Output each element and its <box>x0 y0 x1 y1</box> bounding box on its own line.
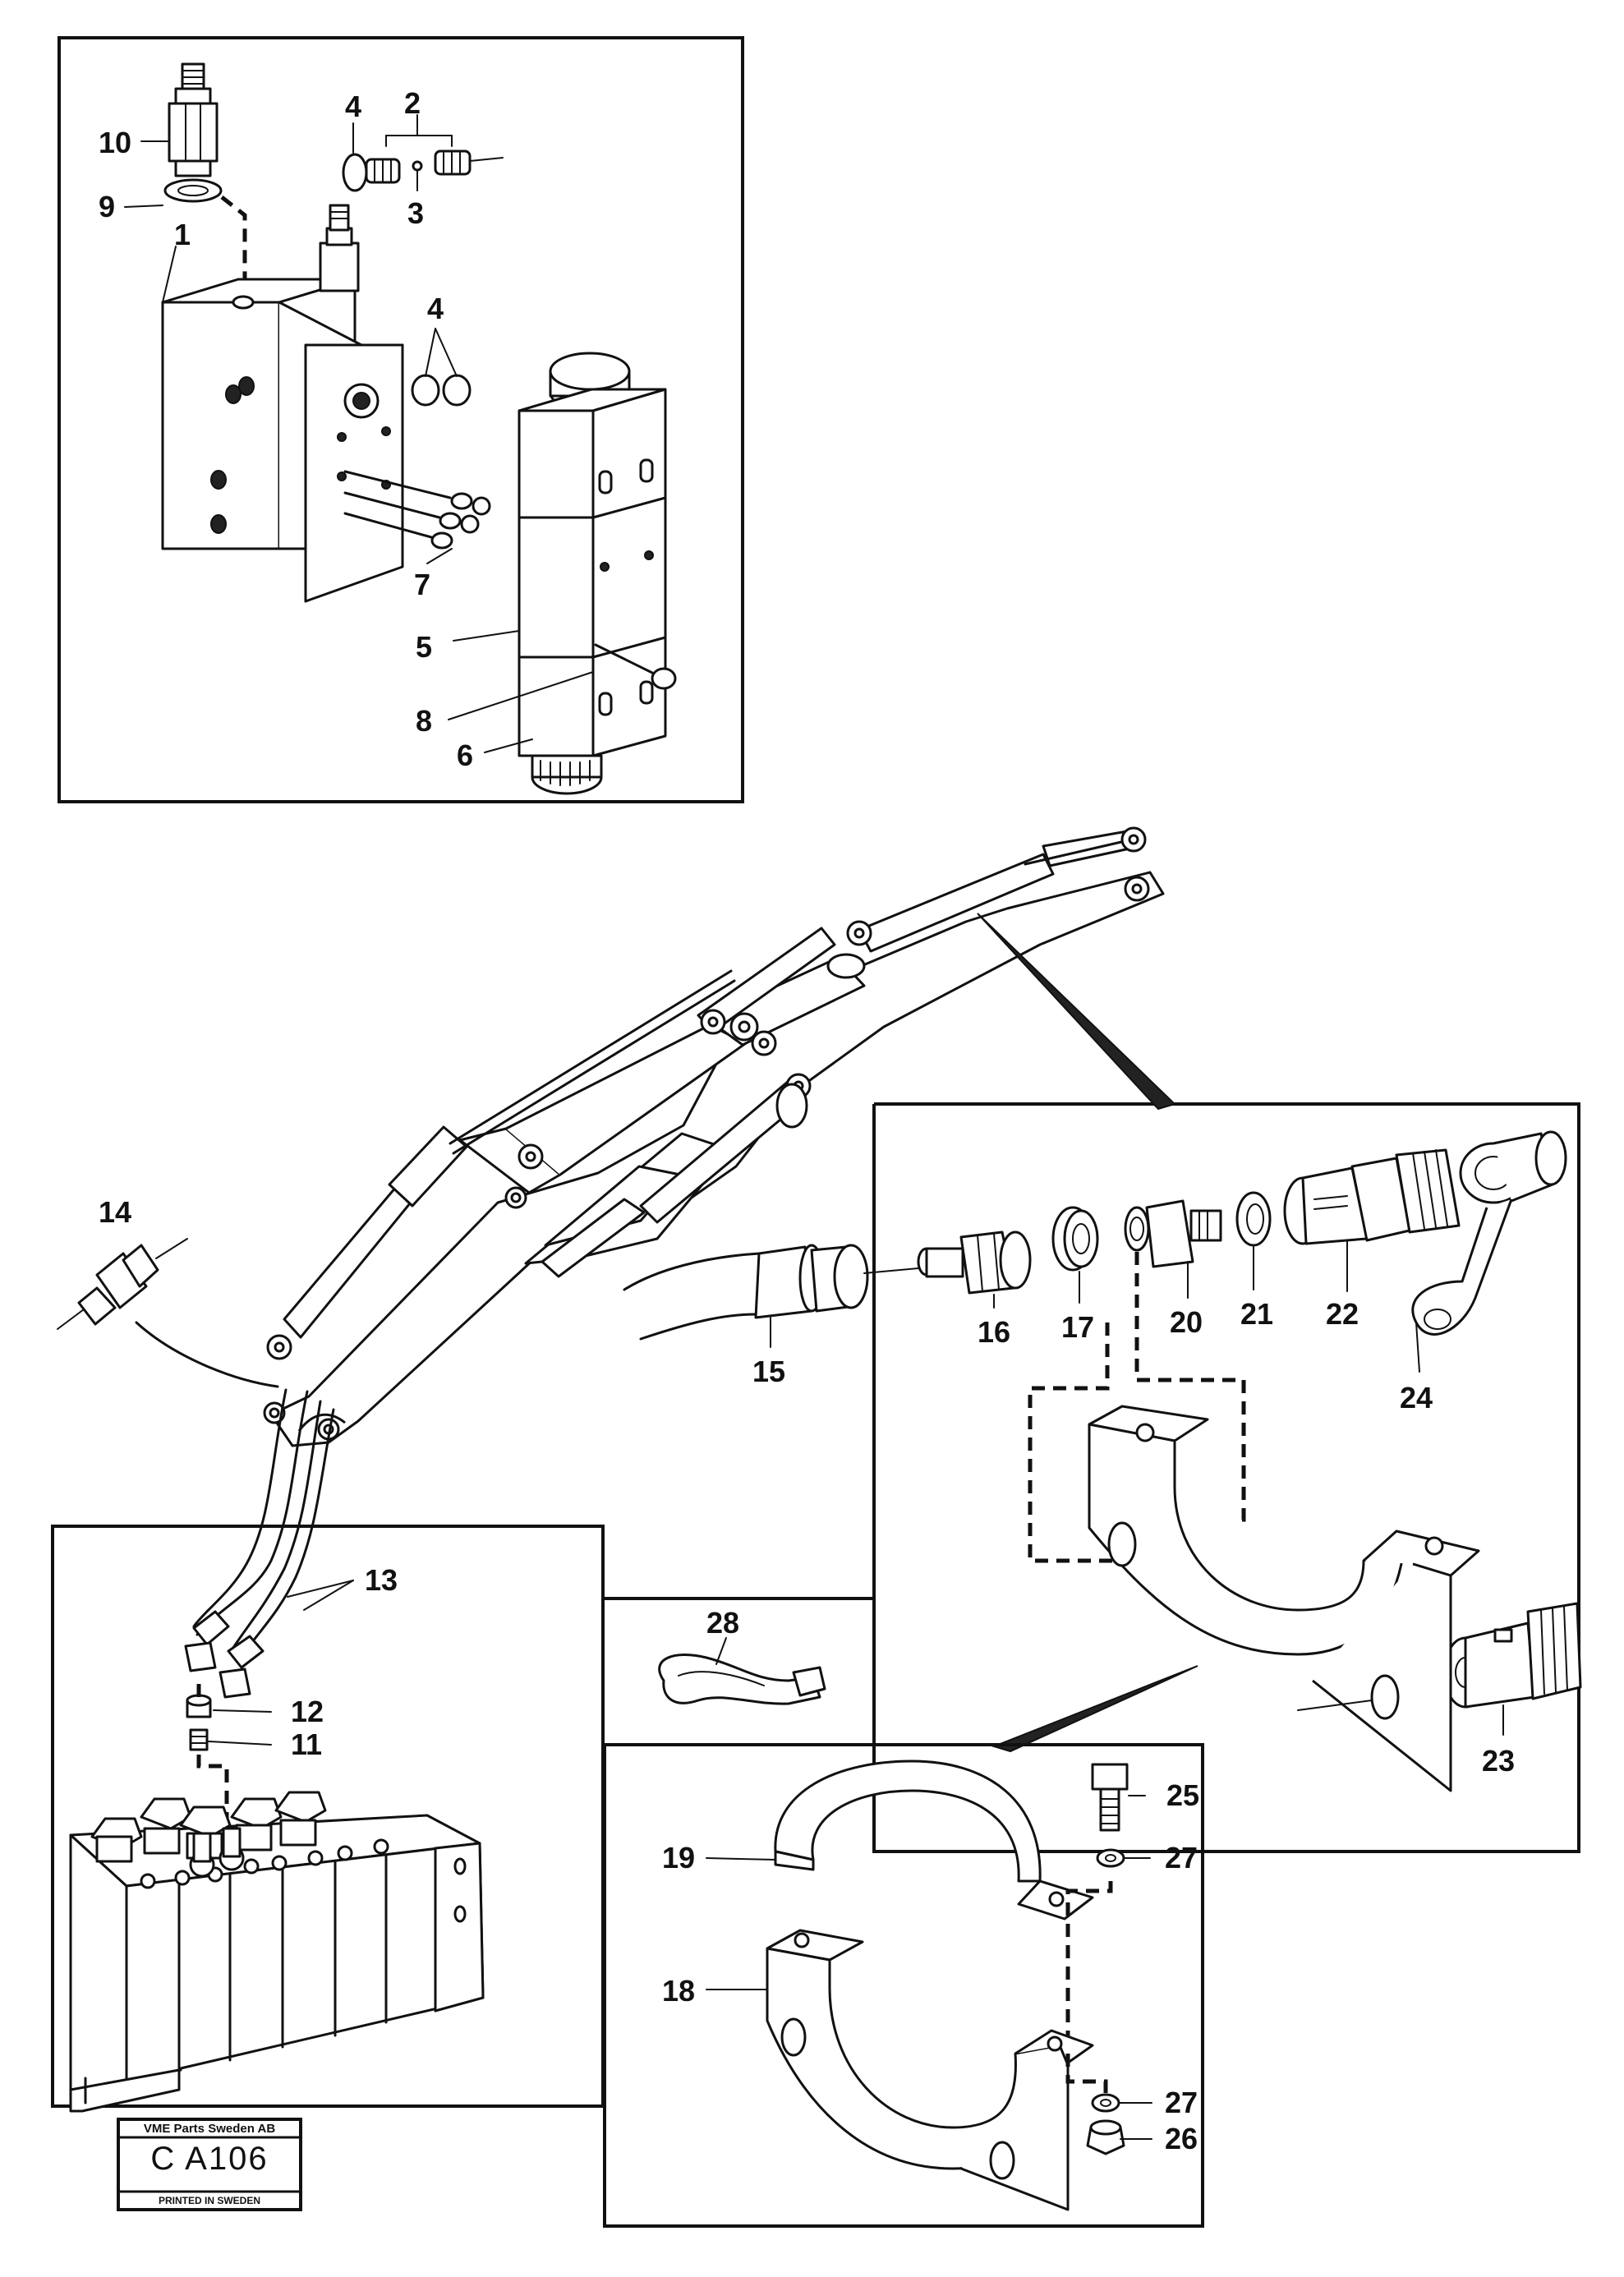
screws-7 <box>343 470 491 564</box>
label-17: 17 <box>1061 1310 1094 1344</box>
label-27a: 27 <box>1165 1841 1198 1874</box>
label-4a: 4 <box>345 90 361 123</box>
label-1: 1 <box>174 218 191 251</box>
label-26: 26 <box>1165 2122 1198 2155</box>
clamp-bracket <box>1088 1405 1480 1792</box>
boom-assembly <box>135 826 1165 1664</box>
stamp-code: C A106 <box>150 2141 269 2177</box>
control-inset-frame <box>51 1525 605 2108</box>
label-28: 28 <box>706 1606 739 1640</box>
label-12: 12 <box>291 1695 324 1728</box>
label-19: 19 <box>662 1841 695 1874</box>
coupling-inset <box>603 913 1582 1853</box>
solenoid-5-6 <box>518 352 677 795</box>
label-27b: 27 <box>1165 2086 1198 2119</box>
control-valve-inset <box>51 1525 605 2113</box>
label-6: 6 <box>457 738 473 772</box>
label-23: 23 <box>1482 1744 1515 1778</box>
label-24: 24 <box>1400 1381 1433 1414</box>
label-18: 18 <box>662 1974 695 2008</box>
label-2: 2 <box>404 86 421 120</box>
stamp-footer: PRINTED IN SWEDEN <box>158 2195 260 2206</box>
label-10: 10 <box>99 126 131 159</box>
label-3: 3 <box>407 196 424 230</box>
o-rings-4 <box>411 328 472 407</box>
nipple-20 <box>1124 1199 1222 1268</box>
label-7: 7 <box>414 568 430 601</box>
plugs-2-3 <box>342 114 504 192</box>
valve-block-inset <box>58 36 744 803</box>
dust-cap-24 <box>1411 1130 1567 1336</box>
stamp-company: VME Parts Sweden AB <box>143 2122 276 2136</box>
label-8: 8 <box>416 704 432 738</box>
label-14: 14 <box>99 1195 131 1229</box>
label-15: 15 <box>752 1355 785 1388</box>
label-9: 9 <box>99 190 115 223</box>
hose-15 <box>754 1244 919 1319</box>
washer-21 <box>1235 1191 1272 1247</box>
fitting-10 <box>163 62 223 203</box>
quick-coupling-22 <box>1283 1148 1461 1245</box>
label-22: 22 <box>1326 1297 1359 1331</box>
label-16: 16 <box>978 1315 1010 1349</box>
adapter-14 <box>57 1238 188 1330</box>
valve-block-1 <box>161 204 404 603</box>
label-21: 21 <box>1240 1297 1273 1331</box>
label-20: 20 <box>1170 1305 1203 1339</box>
revision-stamp <box>117 2118 302 2211</box>
clamp-inset <box>603 1743 1204 2228</box>
part-numbers: 1 2 3 4 4 5 6 7 8 9 10 11 12 13 14 15 16… <box>99 86 1515 2155</box>
label-5: 5 <box>416 630 432 664</box>
valve-inset-frame <box>58 36 744 803</box>
label-4b: 4 <box>427 292 444 325</box>
nipple-16 <box>917 1230 1032 1295</box>
label-25: 25 <box>1166 1778 1199 1812</box>
coupling-half-23 <box>1442 1602 1582 1709</box>
label-13: 13 <box>365 1563 398 1597</box>
label-11: 11 <box>291 1727 322 1761</box>
clip-inset-28 <box>601 1598 874 1746</box>
seal-17 <box>1051 1206 1099 1272</box>
